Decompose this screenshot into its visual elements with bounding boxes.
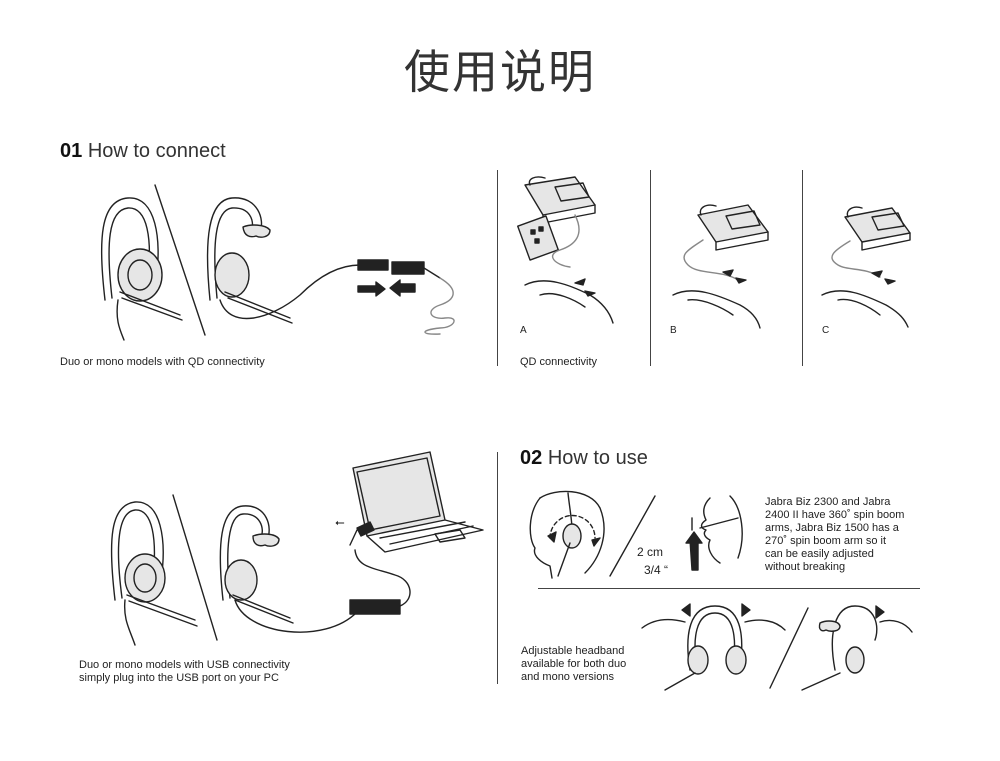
section-use-heading: How to use (547, 447, 648, 469)
section-connect-number: 01 (60, 140, 83, 162)
headband-adjust-illustration (641, 603, 913, 691)
divider-line (538, 588, 920, 589)
boom-text-line: Jabra Biz 2300 and Jabra (765, 496, 891, 508)
qd-headsets-illustration (100, 184, 455, 341)
divider-line (802, 170, 803, 366)
label-c: C (822, 325, 830, 336)
page-title: 使用说明 (404, 45, 596, 99)
section-connect-heading: How to connect (87, 140, 226, 162)
desk-phone-a-illustration (517, 176, 614, 324)
distance-in: 3/4 “ (644, 563, 669, 577)
section-use-title: 02 How to use (520, 447, 648, 470)
caption-qd-models: Duo or mono models with QD connectivity (60, 356, 265, 368)
headband-text-line: and mono versions (521, 671, 614, 683)
label-b: B (670, 325, 677, 336)
divider-line (497, 452, 498, 684)
label-a: A (520, 325, 527, 336)
section-connect-title: 01 How to connect (60, 140, 226, 163)
divider-line (497, 170, 498, 366)
boom-adjust-illustration (529, 490, 743, 579)
section-use-number: 02 (520, 447, 543, 469)
usb-headsets-illustration: ⭠ (110, 451, 484, 646)
caption-usb-line2: simply plug into the USB port on your PC (79, 672, 279, 684)
desk-phone-b-illustration (672, 204, 769, 329)
headband-text: Adjustable headband available for both d… (521, 645, 626, 684)
desk-phone-c-illustration (821, 206, 911, 328)
caption-usb-line1: Duo or mono models with USB connectivity (79, 659, 290, 671)
boom-text-line: without breaking (765, 561, 846, 573)
boom-text-line: can be easily adjusted (765, 548, 874, 560)
headband-text-line: Adjustable headband (521, 645, 625, 657)
divider-line (650, 170, 651, 366)
caption-qd: QD connectivity (520, 356, 598, 368)
distance-cm: 2 cm (637, 545, 664, 559)
svg-text:⭠: ⭠ (335, 515, 345, 529)
headband-text-line: available for both duo (521, 658, 627, 670)
boom-text-line: arms, Jabra Biz 1500 has a (765, 522, 899, 534)
boom-text-line: 2400 II have 360˚ spin boom (765, 509, 905, 521)
boom-text-line: 270˚ spin boom arm so it (765, 535, 887, 547)
boom-arm-text: Jabra Biz 2300 and Jabra 2400 II have 36… (765, 496, 904, 574)
